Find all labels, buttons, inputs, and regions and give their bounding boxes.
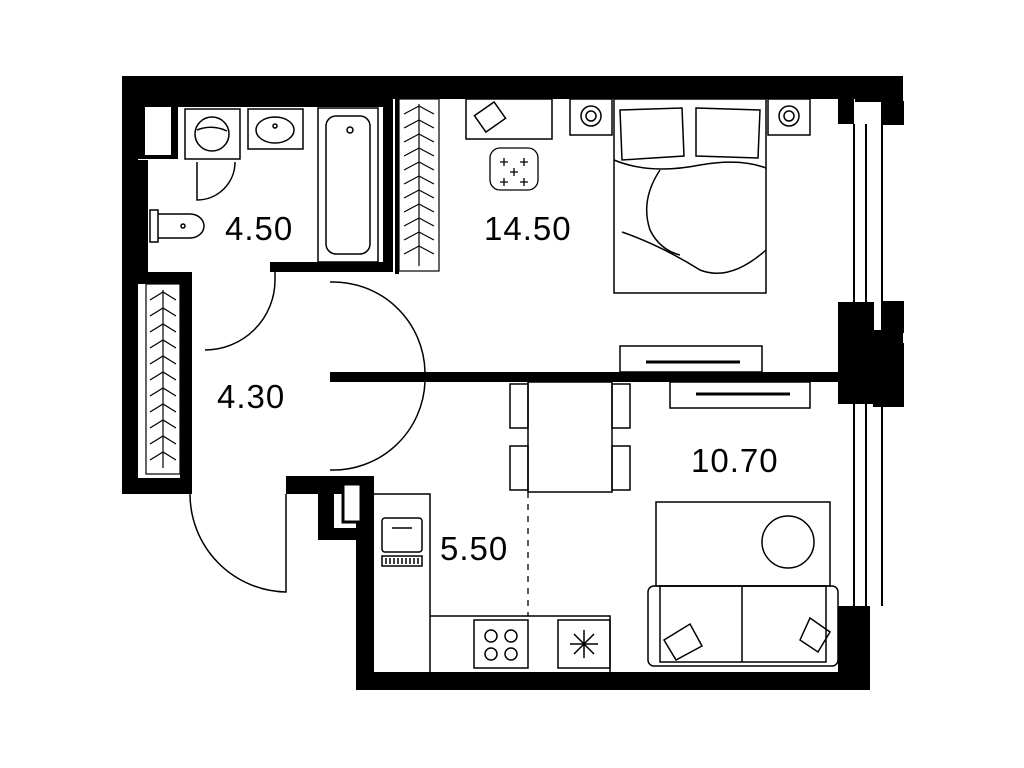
range-hood-icon — [557, 619, 611, 669]
area-label-bedroom: 14.50 — [484, 210, 572, 247]
nightstand-icon — [767, 98, 811, 136]
washing-machine-icon — [184, 108, 241, 160]
tv-icon — [619, 345, 763, 373]
walls — [122, 76, 903, 690]
area-label-hallway: 4.30 — [217, 378, 285, 415]
dining-table-icon — [527, 381, 613, 493]
wardrobe-icon — [145, 283, 181, 475]
tv-icon — [669, 381, 811, 409]
double-bed-icon — [613, 98, 767, 294]
sofa-icon — [647, 585, 839, 667]
bathtub-icon — [317, 107, 379, 263]
area-label-living-room: 10.70 — [691, 442, 779, 479]
ceiling-light-icon — [489, 147, 539, 191]
door-icon — [189, 161, 426, 593]
kitchen-sink-icon — [381, 517, 423, 567]
wardrobe-icon — [398, 98, 440, 272]
chair-icon — [509, 383, 631, 491]
stove-icon — [473, 619, 529, 669]
toilet-icon — [149, 209, 205, 243]
coffee-table-icon — [655, 501, 831, 587]
area-label-kitchen: 5.50 — [440, 530, 508, 567]
kitchen-counter — [374, 493, 611, 672]
nightstand-icon — [569, 98, 613, 136]
area-label-bathroom: 4.50 — [225, 210, 293, 247]
window-icon — [853, 101, 904, 690]
sink-icon — [247, 108, 304, 150]
lamp-icon — [465, 98, 553, 140]
